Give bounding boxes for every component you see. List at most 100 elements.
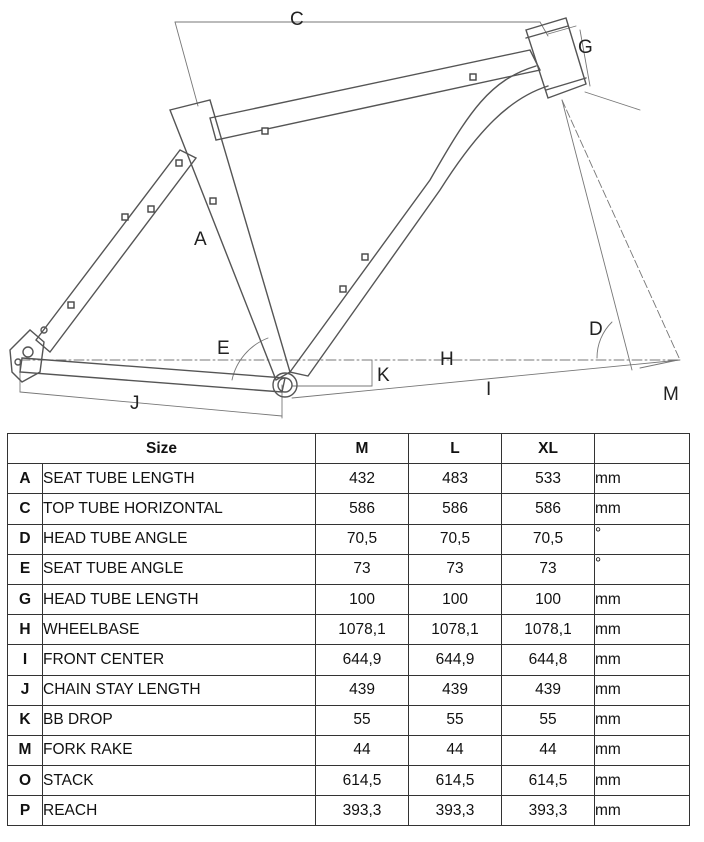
head-tube bbox=[525, 17, 587, 99]
value-l: 1078,1 bbox=[408, 614, 503, 646]
value-m: 614,5 bbox=[315, 765, 410, 797]
row-unit: mm bbox=[594, 463, 691, 495]
unit-header bbox=[594, 432, 691, 465]
label-e: E bbox=[217, 338, 230, 359]
value-xl: 55 bbox=[501, 704, 596, 736]
row-code: D bbox=[7, 523, 43, 555]
row-unit: ° bbox=[594, 553, 691, 585]
row-name: SEAT TUBE ANGLE bbox=[41, 553, 317, 585]
size-l-header: L bbox=[408, 432, 503, 465]
row-name: CHAIN STAY LENGTH bbox=[41, 674, 317, 706]
row-code: H bbox=[7, 614, 43, 646]
label-k: K bbox=[377, 365, 390, 386]
value-m: 586 bbox=[315, 493, 410, 525]
label-j: J bbox=[130, 393, 140, 414]
size-xl-header: XL bbox=[501, 432, 596, 465]
value-m: 393,3 bbox=[315, 795, 410, 827]
label-h: H bbox=[440, 349, 454, 370]
value-m: 439 bbox=[315, 674, 410, 706]
label-a: A bbox=[194, 229, 207, 250]
dimension-line-i bbox=[291, 359, 681, 399]
row-code: K bbox=[7, 704, 43, 736]
value-m: 100 bbox=[315, 583, 410, 616]
row-code: A bbox=[7, 463, 43, 495]
dimension-line-j bbox=[19, 391, 283, 417]
value-xl: 70,5 bbox=[501, 523, 596, 555]
value-m: 1078,1 bbox=[315, 614, 410, 646]
top-tube bbox=[209, 49, 542, 141]
value-xl: 393,3 bbox=[501, 795, 596, 827]
row-name: STACK bbox=[41, 765, 317, 797]
row-code: P bbox=[7, 795, 43, 827]
value-xl: 533 bbox=[501, 463, 596, 495]
value-m: 55 bbox=[315, 704, 410, 736]
row-unit: mm bbox=[594, 734, 691, 767]
size-header: Size bbox=[6, 432, 317, 465]
row-unit: mm bbox=[594, 583, 691, 616]
row-unit: ° bbox=[594, 523, 691, 555]
row-code: C bbox=[7, 493, 43, 525]
label-g: G bbox=[578, 37, 593, 58]
row-code: M bbox=[7, 734, 43, 767]
value-m: 432 bbox=[315, 463, 410, 495]
value-l: 586 bbox=[408, 493, 503, 525]
steering-axis-line bbox=[561, 99, 681, 361]
down-tube bbox=[288, 65, 549, 377]
cable-guide bbox=[261, 127, 269, 135]
row-name: HEAD TUBE LENGTH bbox=[41, 583, 317, 616]
chain-stay bbox=[19, 357, 286, 393]
rear-dropout bbox=[9, 326, 48, 383]
row-name: TOP TUBE HORIZONTAL bbox=[41, 493, 317, 525]
value-xl: 73 bbox=[501, 553, 596, 585]
value-l: 70,5 bbox=[408, 523, 503, 555]
row-unit: mm bbox=[594, 614, 691, 646]
value-l: 483 bbox=[408, 463, 503, 495]
row-unit: mm bbox=[594, 704, 691, 736]
seat-stay bbox=[35, 149, 198, 354]
row-name: WHEELBASE bbox=[41, 614, 317, 646]
value-l: 614,5 bbox=[408, 765, 503, 797]
value-xl: 586 bbox=[501, 493, 596, 525]
value-m: 44 bbox=[315, 734, 410, 767]
row-code: E bbox=[7, 553, 43, 585]
row-name: SEAT TUBE LENGTH bbox=[41, 463, 317, 495]
row-name: FRONT CENTER bbox=[41, 644, 317, 676]
row-code: I bbox=[7, 644, 43, 676]
size-m-header: M bbox=[315, 432, 410, 465]
value-xl: 100 bbox=[501, 583, 596, 616]
bottom-bracket bbox=[272, 372, 298, 398]
label-m: M bbox=[663, 384, 679, 405]
value-m: 644,9 bbox=[315, 644, 410, 676]
value-l: 393,3 bbox=[408, 795, 503, 827]
value-l: 55 bbox=[408, 704, 503, 736]
value-m: 73 bbox=[315, 553, 410, 585]
head-angle-arc bbox=[596, 321, 613, 359]
row-name: FORK RAKE bbox=[41, 734, 317, 767]
row-name: BB DROP bbox=[41, 704, 317, 736]
table-header-row: Size M L XL bbox=[6, 432, 691, 465]
value-xl: 439 bbox=[501, 674, 596, 706]
row-code: G bbox=[7, 583, 43, 616]
fork-line bbox=[561, 99, 633, 371]
seat-tube bbox=[169, 99, 291, 382]
label-d: D bbox=[589, 319, 603, 340]
value-l: 644,9 bbox=[408, 644, 503, 676]
row-name: HEAD TUBE ANGLE bbox=[41, 523, 317, 555]
value-m: 70,5 bbox=[315, 523, 410, 555]
row-unit: mm bbox=[594, 644, 691, 676]
label-c: C bbox=[290, 9, 304, 30]
value-l: 44 bbox=[408, 734, 503, 767]
row-unit: mm bbox=[594, 765, 691, 797]
value-xl: 1078,1 bbox=[501, 614, 596, 646]
